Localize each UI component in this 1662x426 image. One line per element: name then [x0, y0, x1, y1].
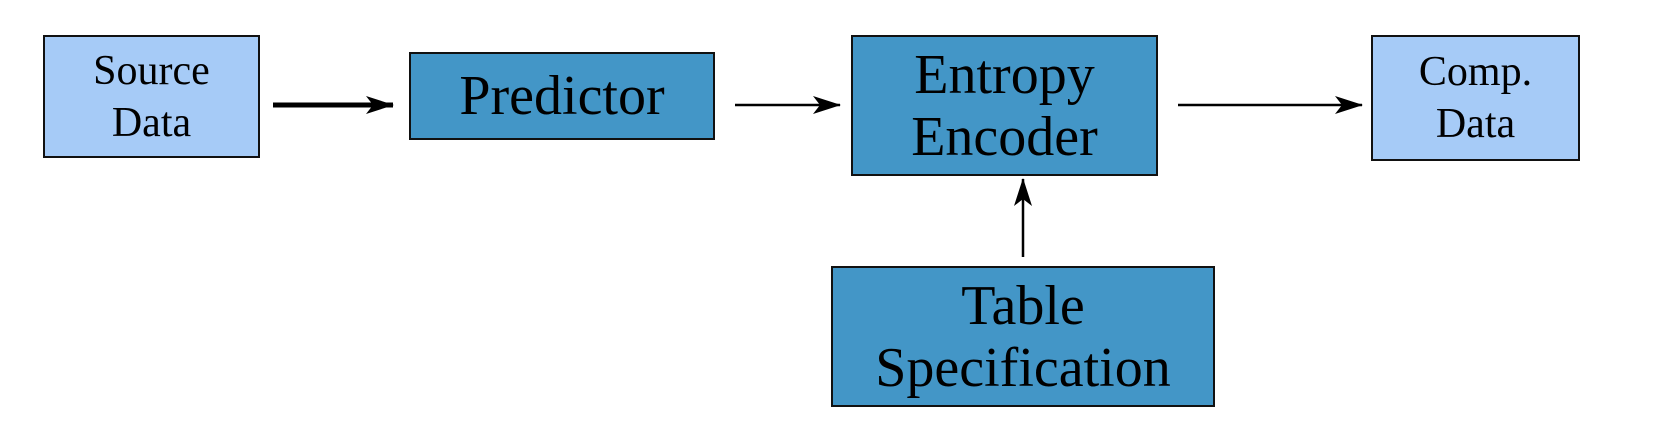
node-table-specification-label: Table Specification [875, 274, 1171, 399]
node-predictor-label: Predictor [459, 65, 665, 127]
node-comp-data-label: Comp. Data [1418, 49, 1533, 147]
node-table-specification: Table Specification [831, 266, 1215, 407]
node-source-data-label: Source Data [93, 47, 210, 146]
node-comp-data: Comp. Data [1371, 35, 1580, 161]
node-entropy-encoder-label: Entropy Encoder [911, 43, 1098, 168]
node-entropy-encoder: Entropy Encoder [851, 35, 1158, 176]
node-predictor: Predictor [409, 52, 715, 140]
node-source-data: Source Data [43, 35, 260, 158]
